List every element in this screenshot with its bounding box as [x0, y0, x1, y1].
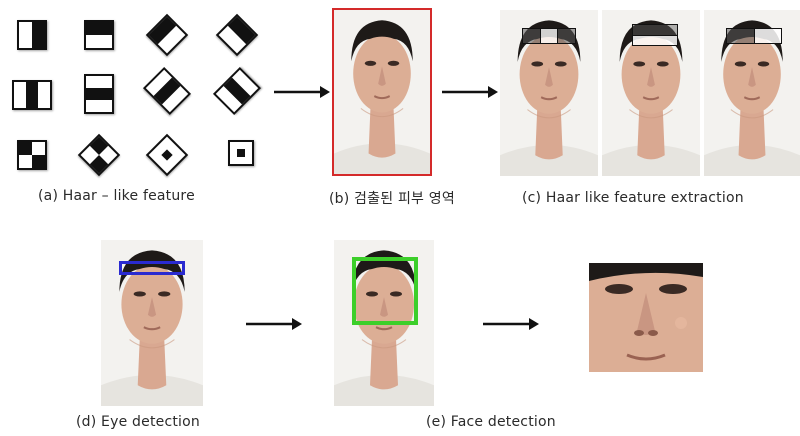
- caption-feature-extraction: (c) Haar like feature extraction: [522, 190, 744, 206]
- arrow-right-icon: [244, 316, 304, 332]
- arrow-right-icon: [481, 316, 541, 332]
- haar-line-diagonal-left-icon: [143, 67, 191, 115]
- haar-feature-overlay: [726, 28, 782, 44]
- haar-diamond-checker-icon: [78, 134, 120, 176]
- caption-eye-detection: (d) Eye detection: [76, 414, 200, 430]
- haar-feature-overlay: [522, 28, 576, 44]
- caption-skin-region: (b) 검출된 피부 영역: [329, 188, 455, 208]
- haar-checkerboard-icon: [17, 140, 47, 170]
- feature-extraction-photo-2: [602, 10, 700, 176]
- haar-edge-diagonal-left-icon: [146, 14, 188, 56]
- caption-haar-like-feature: (a) Haar – like feature: [38, 188, 195, 204]
- haar-edge-diagonal-right-icon: [216, 14, 258, 56]
- skin-region-photo: [332, 8, 432, 176]
- caption-face-detection: (e) Face detection: [426, 414, 556, 430]
- arrow-right-icon: [440, 84, 500, 100]
- arrow-right-icon: [272, 84, 332, 100]
- face-detection-photo: [334, 240, 434, 406]
- haar-line-vertical-icon: [12, 80, 52, 110]
- eye-detection-photo: [101, 240, 203, 406]
- haar-edge-horizontal-icon: [84, 20, 114, 50]
- eye-detection-box: [119, 261, 185, 275]
- haar-edge-vertical-icon: [17, 20, 47, 50]
- feature-extraction-photo-1: [500, 10, 598, 176]
- cropped-face-photo: [589, 263, 703, 372]
- haar-line-horizontal-icon: [84, 74, 114, 114]
- haar-line-diagonal-right-icon: [213, 67, 261, 115]
- haar-center-surround-icon: [228, 140, 254, 166]
- face-detection-box: [352, 257, 418, 325]
- haar-feature-overlay: [632, 24, 678, 46]
- haar-diamond-center-icon: [146, 134, 188, 176]
- feature-extraction-photo-3: [704, 10, 800, 176]
